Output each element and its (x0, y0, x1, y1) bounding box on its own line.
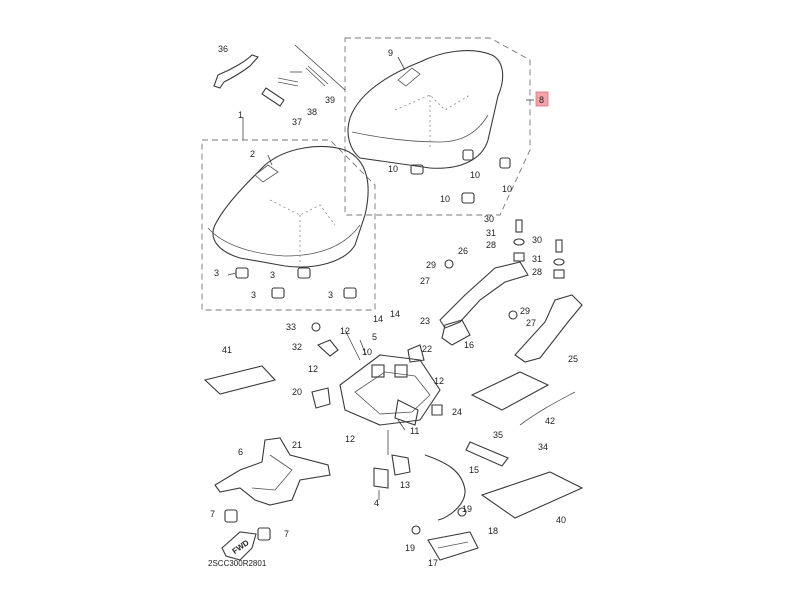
rear-seat (347, 50, 504, 169)
callout-32: 32 (292, 342, 302, 352)
callout-27b: 27 (526, 318, 536, 328)
callout-numbers: 36 9 8 39 38 37 1 2 10 10 10 10 3 3 3 3 … (210, 44, 578, 568)
leader-lines (227, 44, 534, 500)
callout-9: 9 (388, 48, 393, 58)
callout-37: 37 (292, 117, 302, 127)
lock-mechanism (411, 507, 479, 561)
callout-10d: 10 (440, 194, 450, 204)
callout-16: 16 (464, 340, 474, 350)
hook-part (441, 319, 471, 346)
callout-41: 41 (222, 345, 232, 355)
callout-26: 26 (458, 246, 468, 256)
callout-6: 6 (238, 447, 243, 457)
callout-39: 39 (325, 95, 335, 105)
lock-part-13 (391, 454, 411, 476)
tool-kit-parts (213, 54, 329, 107)
callout-28a: 28 (486, 240, 496, 250)
callout-12b: 12 (308, 364, 318, 374)
grommet-right (257, 527, 271, 541)
seat-lock-bracket-assembly (339, 354, 441, 426)
rear-seat-group-outline (344, 37, 531, 216)
callout-10b: 10 (388, 164, 398, 174)
callout-28b: 28 (532, 267, 542, 277)
callout-33: 33 (286, 322, 296, 332)
callout-31b: 31 (532, 254, 542, 264)
callout-10a: 10 (470, 170, 480, 180)
grommet-left (224, 509, 238, 523)
callout-29a: 29 (426, 260, 436, 270)
bolt-part-33 (311, 322, 321, 332)
callout-1: 1 (238, 110, 243, 120)
grab-bar-fasteners (444, 219, 565, 320)
callout-7a: 7 (210, 509, 215, 519)
callout-10-center: 10 (362, 347, 372, 357)
callout-23: 23 (420, 316, 430, 326)
callout-19b: 19 (405, 543, 415, 553)
tool-bag (470, 371, 550, 411)
seat-frame (214, 437, 331, 506)
callout-24: 24 (452, 407, 462, 417)
callout-4: 4 (374, 498, 379, 508)
fwd-direction-arrow: FWD (221, 531, 257, 561)
seat-lock-cable (424, 454, 466, 521)
grab-bar-left (439, 261, 529, 329)
callout-22: 22 (422, 344, 432, 354)
callout-42: 42 (545, 416, 555, 426)
helmet-cable (519, 391, 576, 426)
fwd-label: FWD (231, 538, 251, 556)
callout-3b: 3 (270, 270, 275, 280)
callout-38: 38 (307, 107, 317, 117)
callout-35: 35 (493, 430, 503, 440)
callout-11: 11 (410, 426, 419, 436)
callout-18: 18 (488, 526, 498, 536)
latch-part-4 (373, 467, 389, 489)
callout-12d: 12 (345, 434, 355, 444)
rear-seat-damper-set (410, 149, 511, 204)
callout-25: 25 (568, 354, 578, 364)
bracket-part-22 (407, 344, 425, 363)
grab-bar-right (514, 294, 583, 363)
callout-29b: 29 (520, 306, 530, 316)
callout-8-highlight (535, 91, 549, 107)
callout-30b: 30 (532, 235, 542, 245)
callout-14: 14 (373, 314, 383, 324)
callout-27a: 27 (420, 276, 430, 286)
callout-21: 21 (292, 440, 302, 450)
callout-30a: 30 (484, 214, 494, 224)
bracket-part-20 (311, 387, 331, 409)
callout-2: 2 (250, 149, 255, 159)
callout-15: 15 (469, 465, 479, 475)
strap-part-35 (465, 441, 509, 467)
drawing-code: 2SCC300R2801 (208, 559, 267, 568)
callout-3a: 3 (214, 268, 219, 278)
callout-36: 36 (218, 44, 228, 54)
clip-part-32 (316, 339, 339, 357)
callout-10c: 10 (502, 184, 512, 194)
callout-12c: 12 (434, 376, 444, 386)
callout-14b: 14 (390, 309, 400, 319)
callout-3c: 3 (251, 290, 256, 300)
callout-34: 34 (538, 442, 548, 452)
callout-13: 13 (400, 480, 410, 490)
callout-19a: 19 (462, 504, 472, 514)
pin-part-24 (431, 404, 443, 416)
front-seat-group-outline (201, 139, 376, 311)
callout-8: 8 (539, 95, 544, 105)
front-seat (207, 145, 369, 268)
owners-manual-41 (203, 365, 277, 395)
callout-12a: 12 (340, 326, 350, 336)
callout-17: 17 (428, 558, 438, 568)
callout-40: 40 (556, 515, 566, 525)
callout-20: 20 (292, 387, 302, 397)
callout-3d: 3 (328, 290, 333, 300)
callout-5: 5 (372, 332, 377, 342)
callout-31a: 31 (486, 228, 496, 238)
callout-7b: 7 (284, 529, 289, 539)
manual-bag-40 (480, 471, 584, 519)
